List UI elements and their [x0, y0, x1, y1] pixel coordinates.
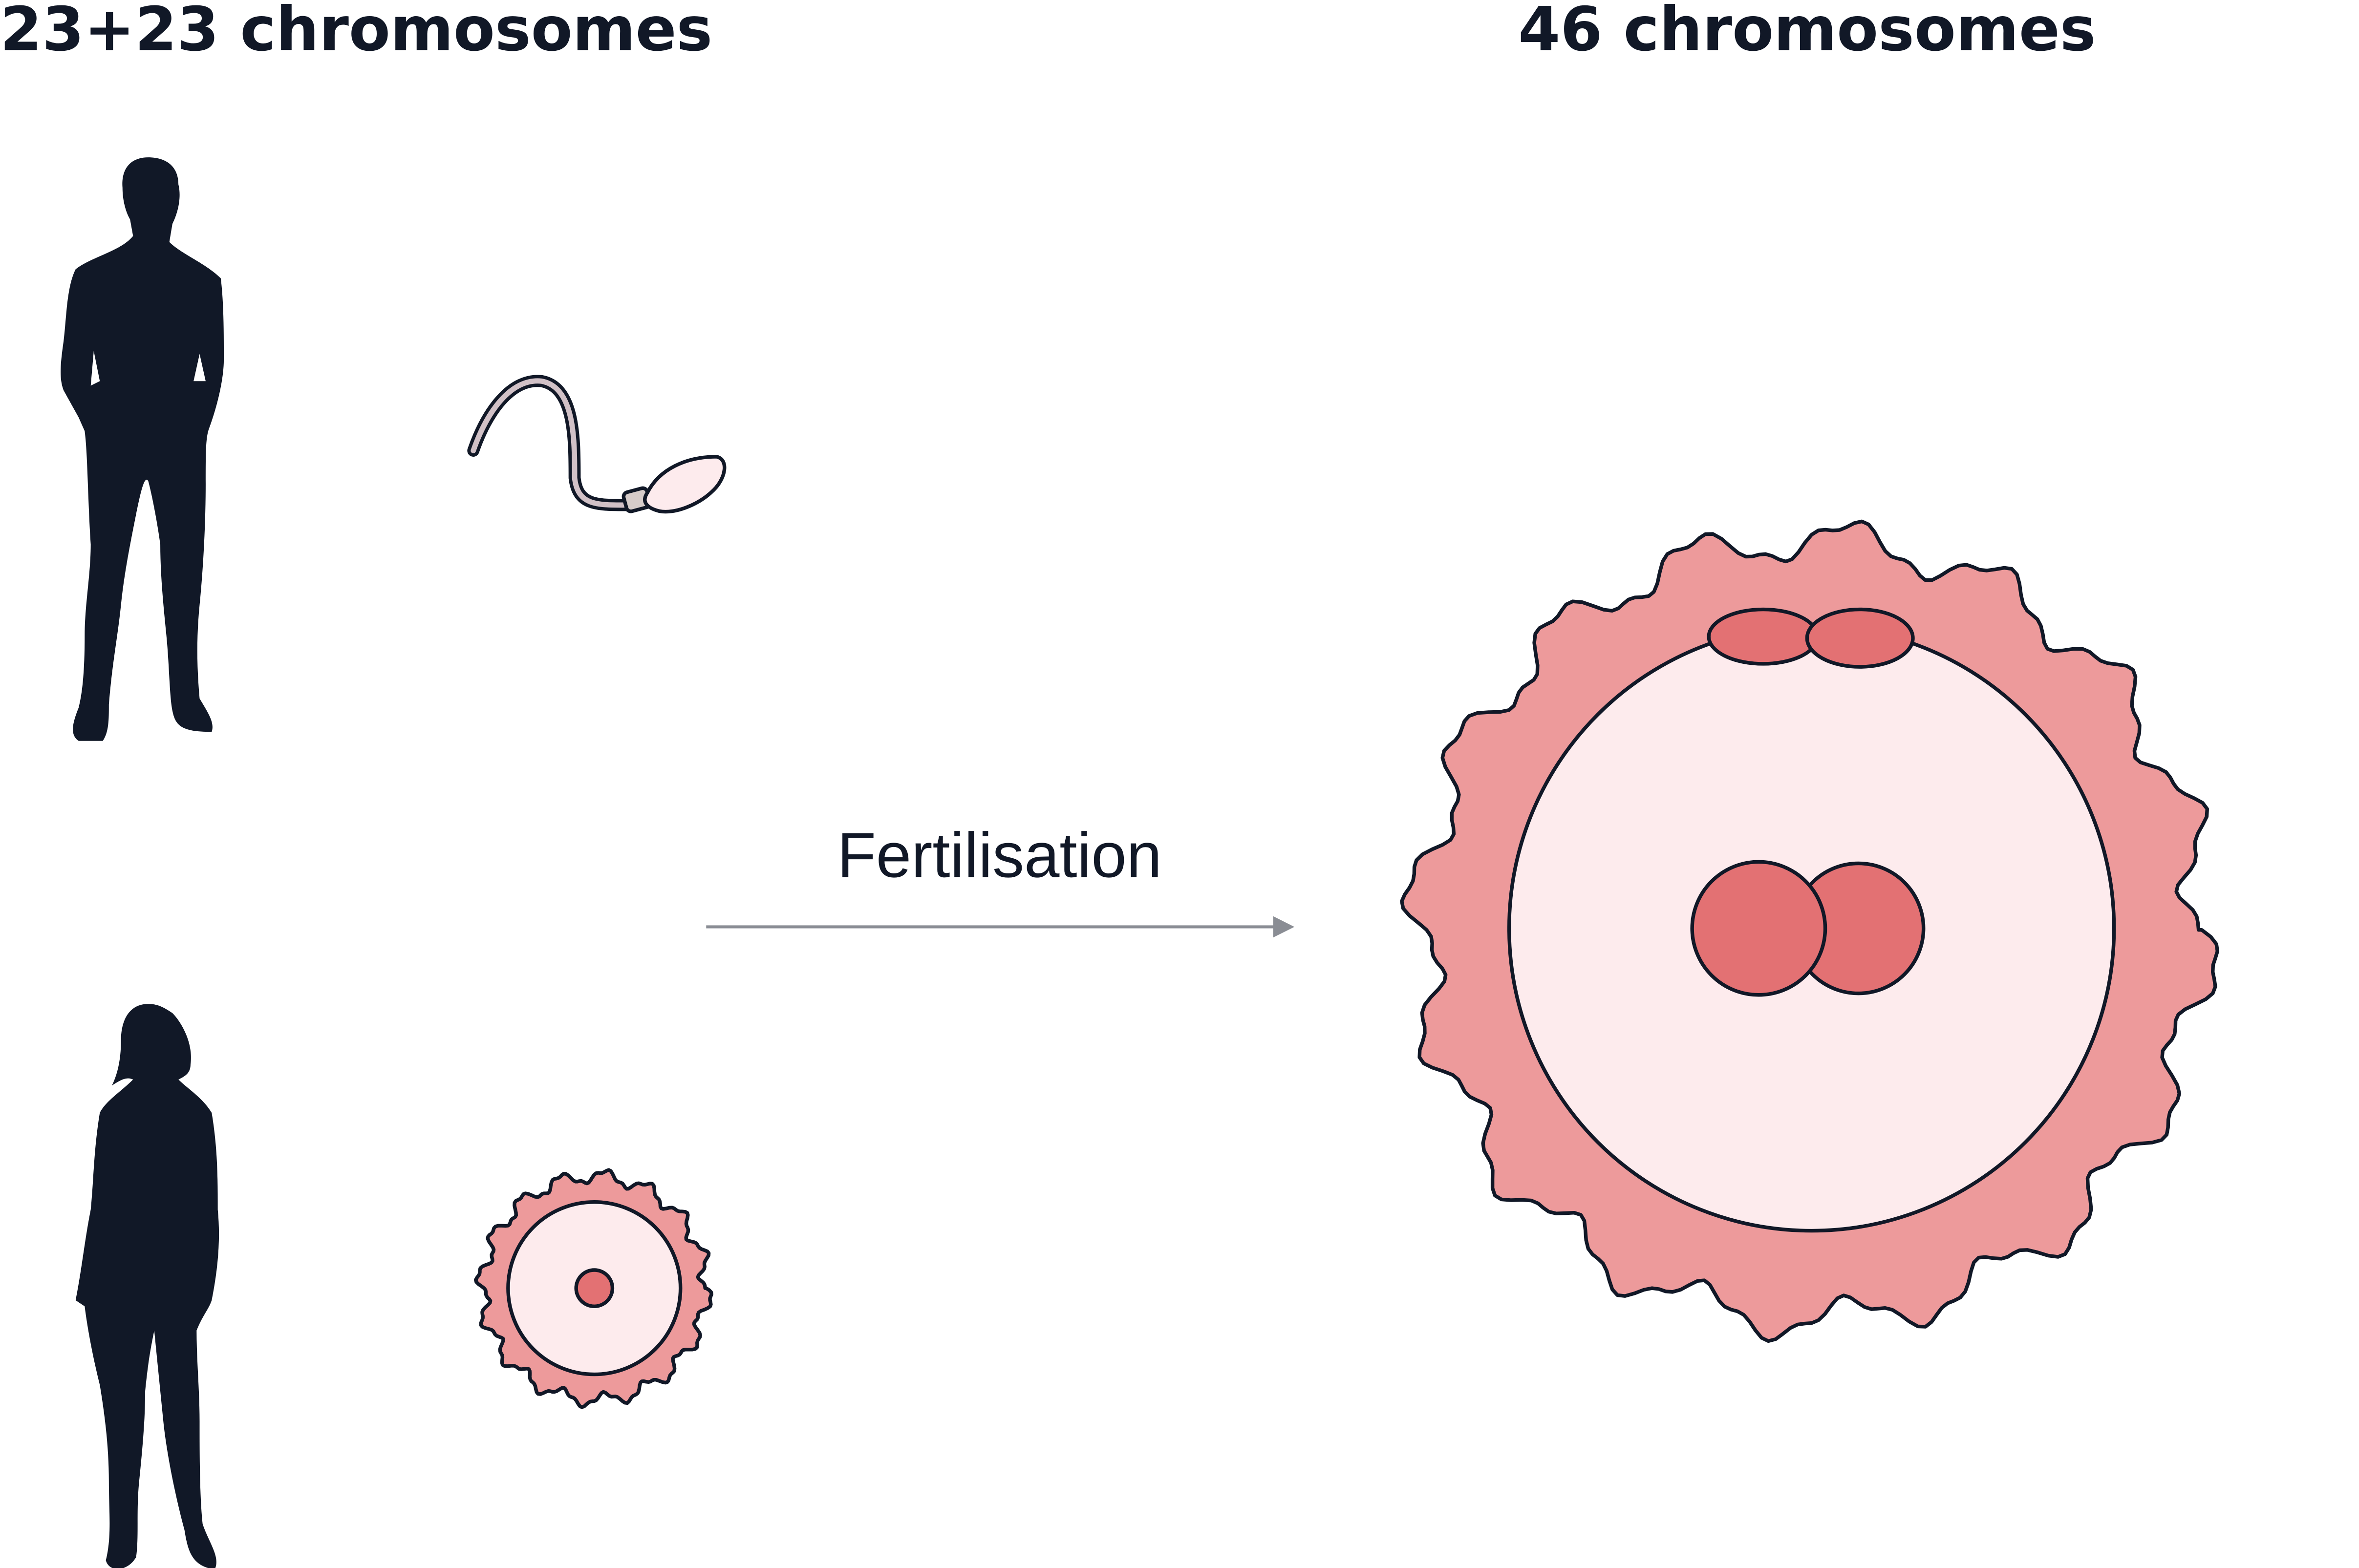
right-title: 46 chromosomes: [1518, 0, 2096, 64]
arrow-label: Fertilisation: [837, 819, 1162, 890]
woman-silhouette-icon: [75, 1004, 219, 1568]
polar-body: [1707, 607, 1820, 666]
sperm-cell-icon: [467, 375, 727, 514]
zygote-icon: [1400, 519, 2220, 1343]
left-title: 23+23 chromosomes: [0, 0, 712, 64]
polar-body: [1805, 607, 1915, 669]
egg-cell-icon: [473, 1168, 713, 1409]
man-silhouette-icon: [61, 157, 224, 741]
female-pronucleus: [1690, 860, 1827, 997]
fertilisation-arrow: [706, 916, 1295, 938]
